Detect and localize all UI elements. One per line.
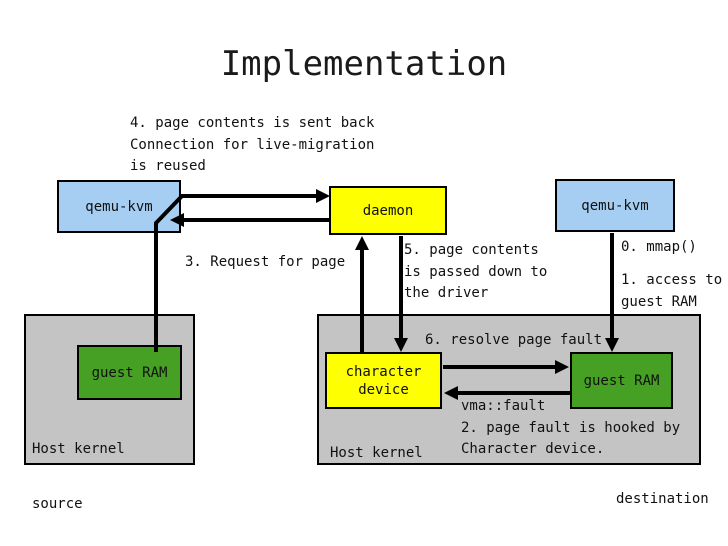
host-kernel-label-source: Host kernel <box>32 441 125 457</box>
destination-label: destination <box>616 491 709 507</box>
qemu-kvm-destination-box: qemu-kvm <box>555 179 675 232</box>
guest-ram-destination-box: guest RAM <box>570 352 673 409</box>
note-step3-request-for-page: 3. Request for page <box>185 254 346 270</box>
slide-title: Implementation <box>220 44 508 84</box>
note-step4-page-contents-sent-back: 4. page contents is sent back Connection… <box>130 115 375 174</box>
host-kernel-label-destination: Host kernel <box>330 445 423 461</box>
note-step5-passed-down: 5. page contents is passed down to the d… <box>404 242 548 301</box>
arrow-reply-to-qemu-kvm <box>170 213 330 227</box>
note-step6-resolve-page-fault: 6. resolve page fault <box>425 332 603 348</box>
source-label: source <box>32 496 83 512</box>
note-step2-vma-fault: vma::fault 2. page fault is hooked by Ch… <box>461 398 681 457</box>
daemon-box: daemon <box>329 186 447 235</box>
guest-ram-source-box: guest RAM <box>77 345 182 400</box>
note-step1-access-guest-ram: 1. access to guest RAM <box>621 272 723 310</box>
character-device-box: character device <box>325 352 442 409</box>
qemu-kvm-source-box: qemu-kvm <box>57 180 181 233</box>
note-step0-mmap: 0. mmap() <box>621 239 697 255</box>
